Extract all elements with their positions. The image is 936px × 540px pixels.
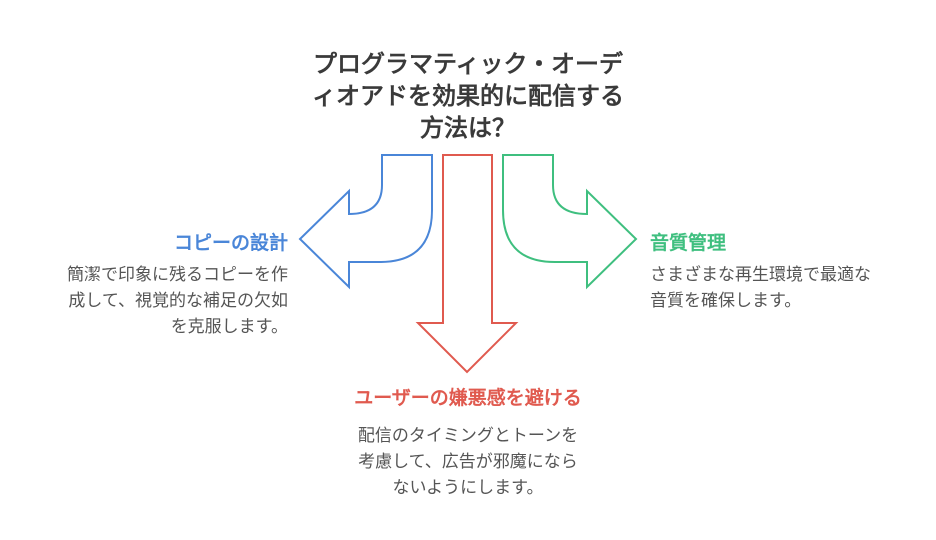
center-desc-line-1: 配信のタイミングとトーンを xyxy=(357,426,579,446)
left-curved-arrow xyxy=(298,154,433,290)
center-desc-line-2: 考慮して、広告が邪魔になら xyxy=(358,452,578,472)
center-branch-description: 配信のタイミングとトーンを 考慮して、広告が邪魔になら ないようにします。 xyxy=(0,423,936,501)
left-branch-heading: コピーの設計 xyxy=(173,232,288,254)
center-down-arrow xyxy=(415,154,519,374)
right-branch-description: さまざまな再生環境で最適な 音質を確保します。 xyxy=(650,262,871,314)
right-branch-heading: 音質管理 xyxy=(650,232,727,254)
right-desc-line-1: さまざまな再生環境で最適な xyxy=(650,265,871,285)
left-desc-line-3: を克服します。 xyxy=(170,317,288,337)
left-desc-line-1: 簡潔で印象に残るコピーを作 xyxy=(67,265,288,285)
title-line-1: プログラマティック・オーデ xyxy=(312,50,624,78)
diagram-title: プログラマティック・オーデ ィオアドを効果的に配信する 方法は？ xyxy=(288,48,648,144)
center-branch-heading: ユーザーの嫌悪感を避ける xyxy=(354,387,582,409)
right-curved-arrow xyxy=(502,154,638,290)
left-branch-description: 簡潔で印象に残るコピーを作 成して、視覚的な補足の欠如 を克服します。 xyxy=(67,262,288,340)
title-line-3: 方法は？ xyxy=(420,114,516,142)
left-desc-line-2: 成して、視覚的な補足の欠如 xyxy=(68,291,288,311)
center-desc-line-3: ないようにします。 xyxy=(392,478,544,498)
right-desc-line-2: 音質を確保します。 xyxy=(650,291,802,311)
title-line-2: ィオアドを効果的に配信する xyxy=(312,82,624,110)
